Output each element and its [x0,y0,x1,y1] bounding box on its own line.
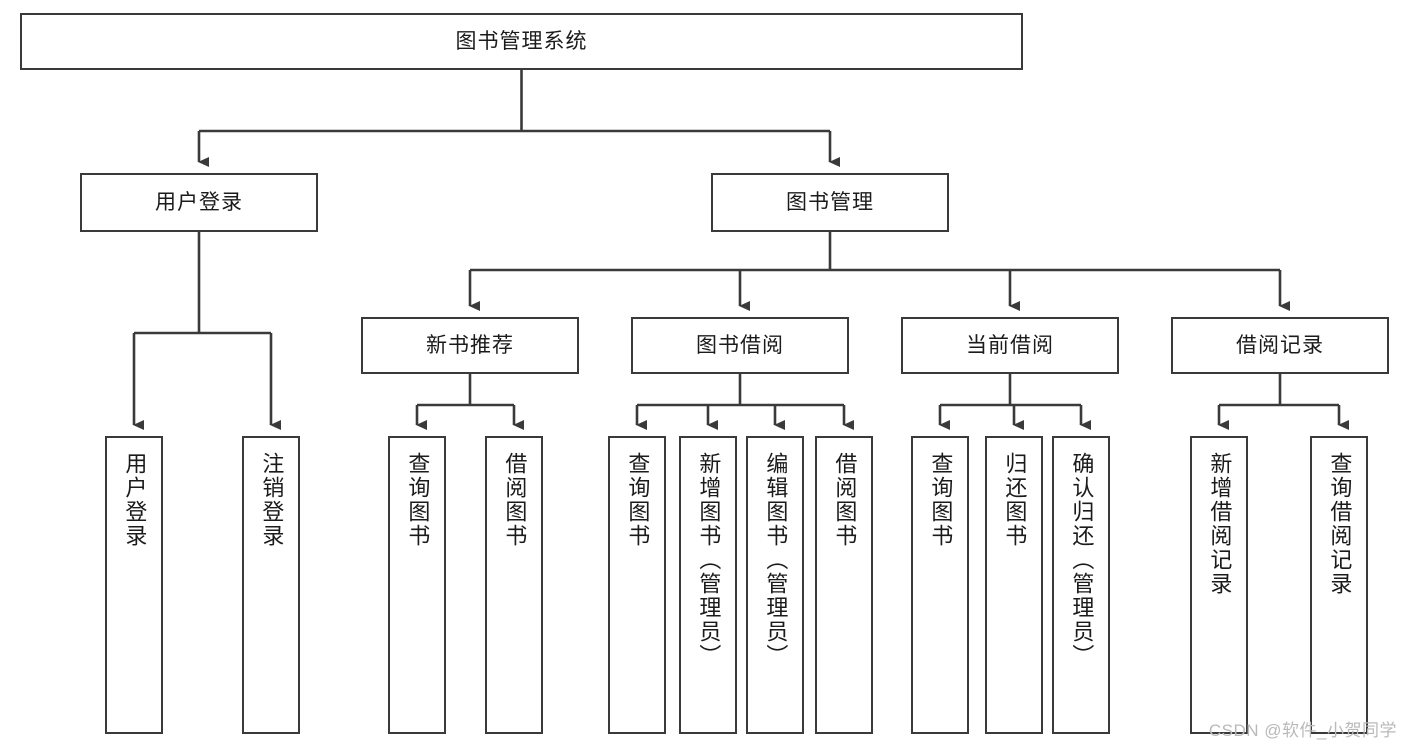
node-label: 借阅图书 [502,452,528,548]
node-bookmgmt[interactable]: 图书管理 [711,173,949,232]
node-l-addrec[interactable]: 新增借阅记录 [1190,436,1248,734]
node-l-qbook1[interactable]: 查询图书 [388,436,446,734]
node-root[interactable]: 图书管理系统 [20,13,1023,70]
node-newbook[interactable]: 新书推荐 [361,317,579,374]
node-l-login[interactable]: 用户登录 [105,436,163,734]
node-label: 图书管理 [786,191,874,214]
node-label: 编辑图书（管理员） [763,452,789,668]
node-records[interactable]: 借阅记录 [1171,317,1389,374]
node-current[interactable]: 当前借阅 [901,317,1119,374]
watermark-text: CSDN @软件_小贺同学 [1208,721,1397,740]
node-label: 归还图书 [1002,452,1028,548]
node-l-confirm[interactable]: 确认归还（管理员） [1052,436,1110,734]
node-l-bbook1[interactable]: 借阅图书 [485,436,543,734]
node-l-editbook[interactable]: 编辑图书（管理员） [746,436,804,734]
node-label: 当前借阅 [966,334,1054,357]
node-label: 新书推荐 [426,334,514,357]
node-label: 确认归还（管理员） [1069,452,1095,668]
node-l-qrec[interactable]: 查询借阅记录 [1310,436,1368,734]
node-label: 图书借阅 [696,334,784,357]
node-label: 用户登录 [122,452,148,548]
node-label: 注销登录 [259,452,285,548]
node-l-addbook[interactable]: 新增图书（管理员） [679,436,737,734]
node-login[interactable]: 用户登录 [80,173,318,232]
node-l-qbook3[interactable]: 查询图书 [911,436,969,734]
node-l-qbook2[interactable]: 查询图书 [608,436,666,734]
node-label: 查询借阅记录 [1327,452,1353,596]
node-l-bbook2[interactable]: 借阅图书 [815,436,873,734]
node-borrow[interactable]: 图书借阅 [631,317,849,374]
node-l-return[interactable]: 归还图书 [985,436,1043,734]
node-label: 查询图书 [625,452,651,548]
node-label: 借阅图书 [832,452,858,548]
node-label: 查询图书 [928,452,954,548]
node-label: 新增图书（管理员） [696,452,722,668]
node-label: 借阅记录 [1236,334,1324,357]
node-l-logout[interactable]: 注销登录 [242,436,300,734]
node-label: 图书管理系统 [455,30,588,53]
node-label: 新增借阅记录 [1207,452,1233,596]
node-label: 查询图书 [405,452,431,548]
node-label: 用户登录 [155,191,243,214]
